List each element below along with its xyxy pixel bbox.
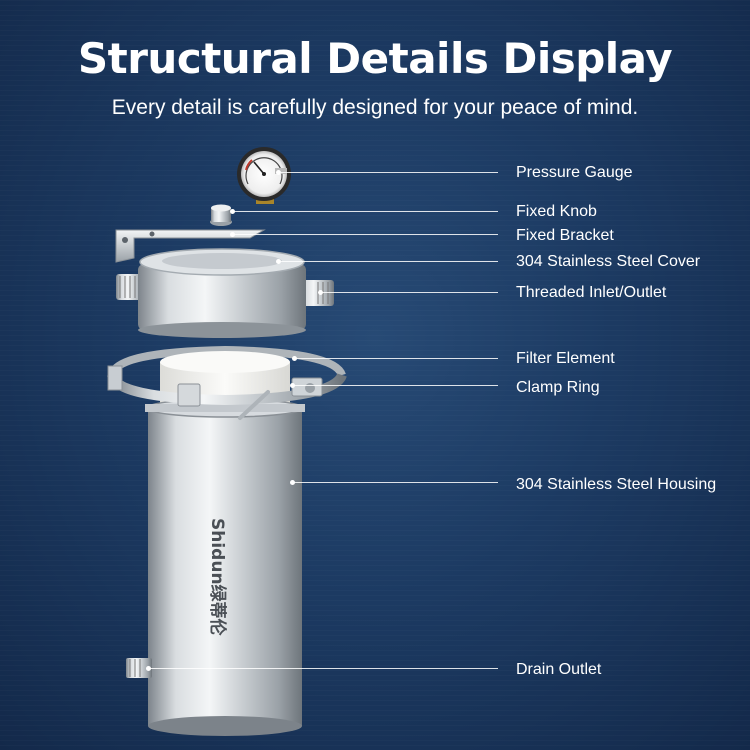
callout-line-fixed-knob <box>234 211 498 212</box>
callout-line-drain-outlet <box>150 668 498 669</box>
callout-threaded-inlet-outlet: Threaded Inlet/Outlet <box>516 284 667 301</box>
callout-dot-filter-element <box>292 356 297 361</box>
page-title: Structural Details Display <box>77 34 673 83</box>
callout-line-cover <box>280 261 498 262</box>
callout-dot-fixed-bracket <box>230 232 235 237</box>
callout-line-clamp-ring <box>294 385 498 386</box>
fixed-bracket <box>115 229 266 263</box>
callout-dot-fixed-knob <box>230 209 235 214</box>
callout-dot-clamp-ring <box>290 383 295 388</box>
clamp-ring-back <box>108 345 346 377</box>
callout-dot-drain-outlet <box>146 666 151 671</box>
callout-pressure-gauge: Pressure Gauge <box>516 164 633 181</box>
callout-line-fixed-bracket <box>234 234 498 235</box>
callout-line-filter-element <box>296 358 498 359</box>
callout-dot-pressure-gauge <box>276 170 281 175</box>
callout-clamp-ring: Clamp Ring <box>516 379 600 396</box>
callout-fixed-knob: Fixed Knob <box>516 203 597 220</box>
callout-stainless-steel-cover: 304 Stainless Steel Cover <box>516 253 701 270</box>
fixed-knob <box>210 204 232 226</box>
callout-filter-element: Filter Element <box>516 350 615 367</box>
callout-dot-housing <box>290 480 295 485</box>
callout-line-housing <box>294 482 498 483</box>
callout-line-threaded-inlet <box>322 292 498 293</box>
callout-dot-cover <box>276 259 281 264</box>
pressure-gauge <box>237 147 291 204</box>
callout-dot-threaded-inlet <box>318 290 323 295</box>
brand-logo: Shidun绿蒂伦 <box>207 518 228 637</box>
callout-stainless-steel-housing: 304 Stainless Steel Housing <box>516 476 717 493</box>
page-subtitle: Every detail is carefully designed for y… <box>111 96 639 119</box>
callout-line-pressure-gauge <box>280 172 498 173</box>
stainless-steel-cover <box>116 248 334 338</box>
callout-drain-outlet: Drain Outlet <box>516 661 602 678</box>
callout-fixed-bracket: Fixed Bracket <box>516 227 614 244</box>
stainless-steel-housing <box>145 398 305 736</box>
drain-outlet <box>126 658 152 678</box>
